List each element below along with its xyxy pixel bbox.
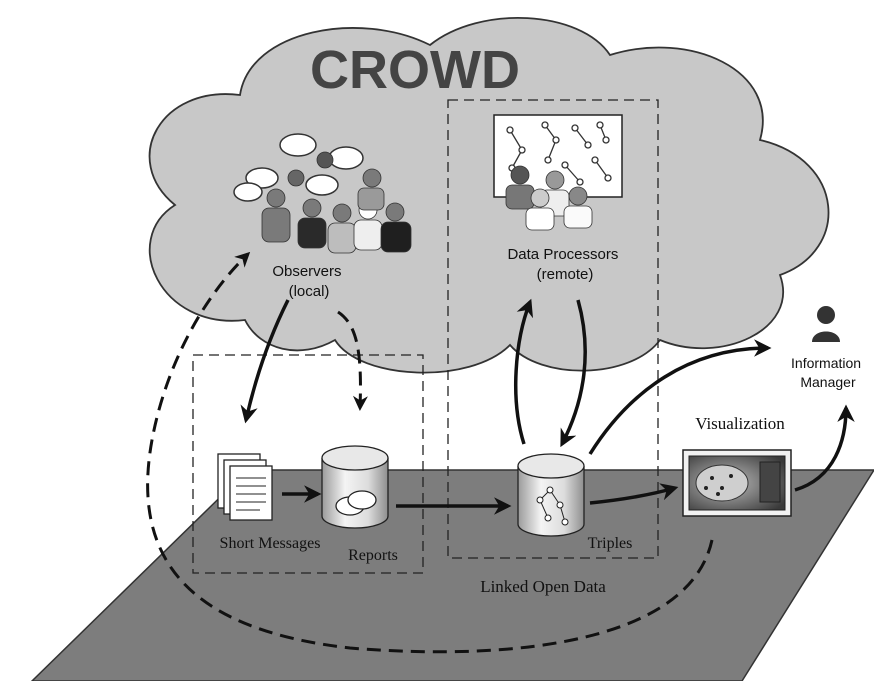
visualization-to-manager-arrow	[794, 404, 855, 492]
reports-label: Reports	[348, 547, 398, 564]
triples-to-processors-arrow	[514, 298, 534, 445]
crowd-title: CROWD	[310, 40, 520, 100]
linked-open-data-label: Linked Open Data	[480, 577, 606, 596]
observers-people-icon	[233, 133, 412, 254]
processors-to-triples-arrow	[560, 299, 587, 448]
data-processors-label-line2: (remote)	[537, 266, 594, 283]
triples-to-visualization-arrow	[589, 483, 679, 505]
linked-data-plane	[30, 469, 874, 681]
short-messages-label: Short Messages	[220, 535, 321, 552]
information-manager-label-line1: Information	[791, 355, 861, 371]
data-processors-label: Data Processors (remote)	[507, 246, 622, 283]
data-processors-icon	[493, 114, 623, 231]
information-manager-label: Information Manager	[791, 355, 865, 390]
processors-dashed-box	[447, 99, 659, 559]
observers-label-line1: Observers	[272, 263, 341, 280]
feedback-arrows	[146, 251, 714, 654]
observers-output-dashed-box	[192, 354, 424, 574]
visualization-label: Visualization	[695, 414, 785, 433]
reports-database-icon	[321, 445, 389, 529]
visualization-screen-icon	[682, 449, 792, 517]
observers-label: Observers (local)	[272, 263, 345, 300]
crowd-cloud	[148, 16, 830, 374]
information-manager-label-line2: Manager	[800, 374, 856, 390]
feedback-loop-dashed-arrow	[146, 251, 714, 654]
observers-to-messages-arrow	[240, 299, 290, 424]
triples-database-icon	[517, 453, 585, 537]
information-manager-icon	[812, 306, 840, 342]
observers-label-line2: (local)	[289, 283, 330, 300]
triples-label: Triples	[588, 535, 633, 552]
data-processors-label-line1: Data Processors	[507, 246, 618, 263]
flow-arrows	[240, 298, 855, 515]
observers-to-reports-dashed-arrow	[337, 310, 368, 411]
triples-to-manager-arrow	[588, 339, 772, 455]
short-messages-icon	[217, 453, 273, 521]
